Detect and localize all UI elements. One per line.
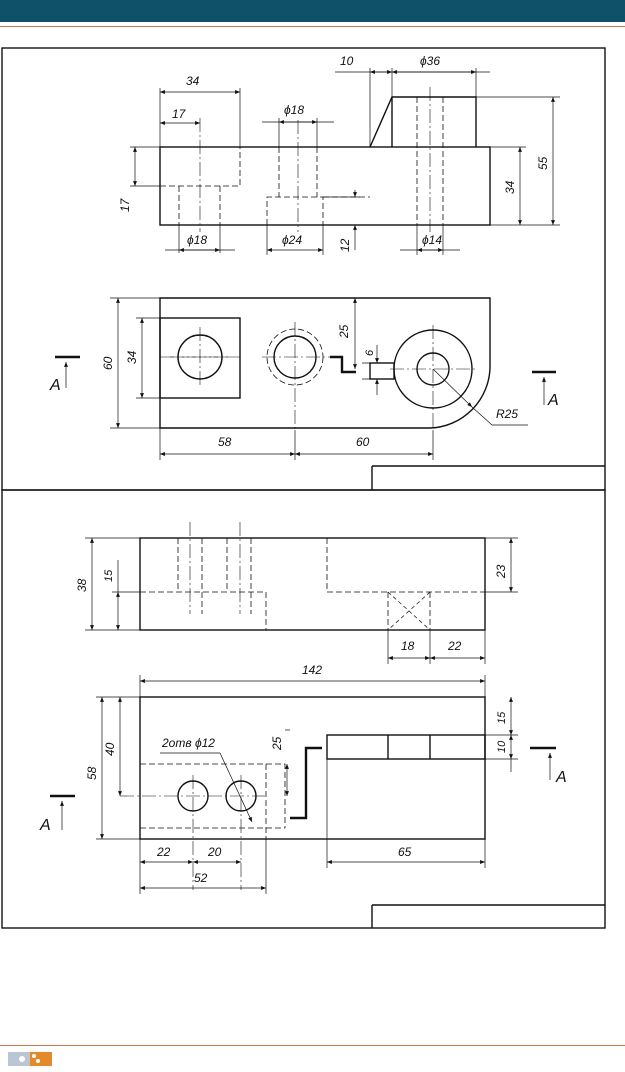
dim-23: 23 <box>494 564 508 579</box>
section-mark-left: A <box>49 377 61 394</box>
drawing-2-top-dimensions: 142 58 40 2отв ϕ12 25 15 10 <box>85 663 518 894</box>
dim-r25: R25 <box>496 407 518 421</box>
holes-note: 2отв ϕ12 <box>161 736 215 750</box>
front-view-2-body <box>139 537 486 631</box>
dim-55: 55 <box>536 156 550 170</box>
drawing-2-section-marks: A A <box>39 746 567 834</box>
dim-60-bottom: 60 <box>356 435 370 449</box>
drawing-2-front-dimensions: 38 15 23 18 22 <box>75 537 518 664</box>
dim-10: 10 <box>496 740 508 753</box>
drawing-1-top-view <box>159 297 491 430</box>
dim-38: 38 <box>75 578 89 592</box>
top-view-2-rib <box>326 734 486 760</box>
drawing-1-panel: 34 17 ϕ18 10 ϕ36 55 <box>1 47 606 491</box>
dim-34-plan: 34 <box>125 350 139 364</box>
dim-15-right: 15 <box>496 711 508 724</box>
dim-20: 20 <box>207 845 222 859</box>
dim-phi14: ϕ14 <box>422 233 442 247</box>
drawing-1-front-dimensions: 34 17 ϕ18 10 ϕ36 55 <box>118 54 560 255</box>
drawing-2-panel: 38 15 23 18 22 <box>1 489 606 929</box>
dim-22-front: 22 <box>447 639 462 653</box>
dim-phi36: ϕ36 <box>420 54 440 68</box>
dim-25-top: 25 <box>270 736 284 751</box>
panel-2-frame <box>1 489 606 929</box>
dim-12: 12 <box>338 238 352 252</box>
footer-divider <box>0 1045 625 1046</box>
dim-phi18-bottom: ϕ18 <box>187 233 207 247</box>
dim-58: 58 <box>218 435 232 449</box>
header-bar <box>0 0 625 22</box>
dim-65: 65 <box>398 845 412 859</box>
dim-34-top: 34 <box>186 74 200 88</box>
dim-52: 52 <box>194 871 208 885</box>
drawing-1-front-view <box>159 87 491 232</box>
publisher-logo-icon <box>8 1052 52 1066</box>
drawing-2-front-view <box>139 522 486 631</box>
dim-phi24: ϕ24 <box>282 233 302 247</box>
dim-6: 6 <box>364 349 376 356</box>
drawing-2-top-view <box>120 696 486 890</box>
top-view-square-pocket <box>159 317 241 399</box>
section-mark-right-2: A <box>555 769 567 786</box>
dim-25: 25 <box>337 324 351 339</box>
front-view-boss <box>369 96 477 148</box>
dim-22-bottom: 22 <box>156 845 171 859</box>
header-divider <box>0 26 625 27</box>
dim-17-top: 17 <box>172 107 187 121</box>
section-mark-right: A <box>547 392 559 409</box>
dim-phi18-top: ϕ18 <box>284 103 304 117</box>
dim-17-left: 17 <box>118 197 132 212</box>
dim-15-left: 15 <box>103 569 115 582</box>
top-view-outline <box>159 297 491 429</box>
top-view-2-body <box>139 696 486 840</box>
dim-60-left: 60 <box>101 356 115 370</box>
section-mark-left-2: A <box>39 817 51 834</box>
drawing-1-section-marks: A A <box>49 355 559 409</box>
dim-18: 18 <box>401 639 415 653</box>
dim-34-right: 34 <box>503 180 517 194</box>
drawing-1-top-dimensions: 60 34 25 6 R25 58 <box>101 297 528 460</box>
dim-142: 142 <box>302 663 322 677</box>
dim-10: 10 <box>340 54 354 68</box>
dim-58-top: 58 <box>85 766 99 780</box>
dim-40: 40 <box>103 742 117 756</box>
